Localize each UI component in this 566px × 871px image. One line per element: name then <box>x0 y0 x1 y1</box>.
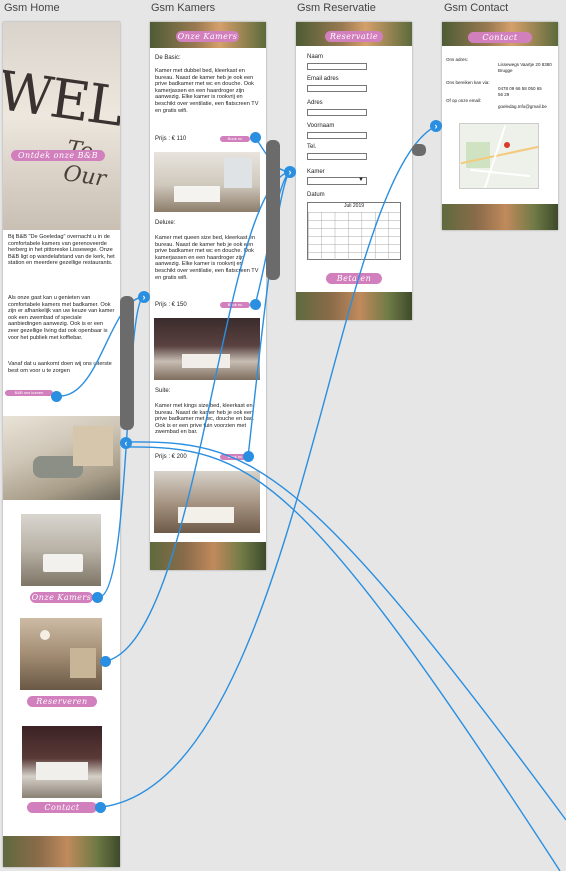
submit-button[interactable]: Betalen <box>326 273 382 284</box>
calendar-month: Juli 2019 <box>343 203 364 209</box>
map-image[interactable] <box>459 123 539 189</box>
artboard-title-contact[interactable]: Gsm Contact <box>444 2 509 14</box>
hero-image: WELC To Our <box>3 22 120 230</box>
hero-sign-text-2: To Our <box>61 136 108 192</box>
room-desc-basic: Kamer met dubbel bed, kleerkast en burea… <box>155 68 259 114</box>
chevron-right-icon[interactable]: › <box>430 120 442 132</box>
kamer-select[interactable]: ▼ <box>307 177 367 185</box>
hero-button[interactable]: Ontdek onze B&B <box>11 150 105 161</box>
room-image-suite <box>154 471 260 533</box>
artboard-contact[interactable]: Contact Ons adres: Lissewegs Vaartje 20 … <box>442 22 558 230</box>
hotspot-contact-card[interactable] <box>95 802 106 813</box>
card-kamers-button[interactable]: Onze Kamers <box>30 592 93 603</box>
room-image-deluxe <box>154 318 260 380</box>
calendar-grid[interactable] <box>308 212 400 260</box>
field-input-adres[interactable] <box>307 109 367 116</box>
hotspot-book-deluxe[interactable] <box>250 299 261 310</box>
artboard-title-reservatie[interactable]: Gsm Reservatie <box>297 2 376 14</box>
intro-text: Bij B&B "De Goeledag" overnacht u in de … <box>8 234 115 267</box>
artboard-title-home[interactable]: Gsm Home <box>4 2 60 14</box>
hotspot-hero[interactable] <box>51 391 62 402</box>
card-kamers-image <box>21 514 101 586</box>
room-desc-deluxe: Kamer met queen size bed, kleerkast en b… <box>155 235 259 281</box>
calendar-widget[interactable]: Juli 2019 <box>307 202 401 260</box>
chevron-down-icon: ▼ <box>358 177 364 183</box>
chevron-right-icon[interactable]: › <box>138 291 150 303</box>
small-button[interactable]: B&B ons komen <box>5 390 53 396</box>
reservatie-header-button[interactable]: Reservatie <box>325 31 383 42</box>
intro-text-3: Vanaf dat u aankomt doen wij ons uiterst… <box>8 361 112 374</box>
field-label-adres: Adres <box>307 100 323 106</box>
chevron-right-icon[interactable]: › <box>284 166 296 178</box>
hotspot-reserveren-card[interactable] <box>100 656 111 667</box>
contact-footer-image <box>442 204 558 230</box>
map-pin-icon <box>504 142 510 148</box>
artboard-home[interactable]: WELC To Our Ontdek onze B&B Bij B&B "De … <box>3 22 120 867</box>
intro-text-2: Als onze gast kan u genieten van comfort… <box>8 295 115 341</box>
address-label: Ons adres: <box>446 57 469 62</box>
hotspot-kamers-card[interactable] <box>92 592 103 603</box>
hotspot-book-basic[interactable] <box>250 132 261 143</box>
field-label-voornaam: Voornaam <box>307 123 335 129</box>
room-book-deluxe[interactable]: Book nu <box>220 302 250 308</box>
kamer-label: Kamer <box>307 169 325 175</box>
living-room-image <box>3 416 120 500</box>
field-label-tel: Tel. <box>307 144 317 150</box>
room-book-basic[interactable]: Book nu <box>220 136 250 142</box>
phone-label: Ons bereiken kan via: <box>446 80 490 85</box>
artboard-kamers[interactable]: Onze Kamers De Basic: Kamer met dubbel b… <box>150 22 266 570</box>
room-price-basic: Prijs : € 110 <box>155 136 187 142</box>
artboard-reservatie[interactable]: Reservatie Naam Email adres Adres Voorna… <box>296 22 412 320</box>
field-input-tel[interactable] <box>307 153 367 160</box>
chevron-left-icon[interactable]: ‹ <box>120 437 132 449</box>
hero-sign-text: WELC <box>3 58 120 145</box>
footer-image <box>3 836 120 867</box>
datum-label: Datum <box>307 192 325 198</box>
room-name-basic: De Basic: <box>155 55 181 61</box>
field-input-naam[interactable] <box>307 63 367 70</box>
room-desc-suite: Kamer met kings size bed, kleerkast en b… <box>155 403 255 436</box>
card-reserveren-button[interactable]: Reserveren <box>27 696 97 707</box>
phone-value: 0478 09 66 58 050 65 56 29 <box>498 86 542 97</box>
email-value: goeledag.Info@gmail.be <box>498 104 547 109</box>
artboard-title-kamers[interactable]: Gsm Kamers <box>151 2 216 14</box>
address-value: Lissewegs Vaartje 20 8380 Brugge <box>498 62 552 73</box>
contact-header-button[interactable]: Contact <box>468 32 532 43</box>
card-contact-image <box>22 726 102 798</box>
room-image-basic <box>154 152 260 212</box>
email-label: Of op onze email: <box>446 98 482 103</box>
card-contact-button[interactable]: Contact <box>27 802 97 813</box>
field-input-email[interactable] <box>307 85 367 92</box>
reservatie-footer-image <box>296 292 412 320</box>
hotspot-book-suite[interactable] <box>243 451 254 462</box>
room-name-suite: Suite: <box>155 388 171 394</box>
field-input-voornaam[interactable] <box>307 132 367 139</box>
card-reserveren-image <box>20 618 102 690</box>
room-price-suite: Prijs : € 200 <box>155 454 187 460</box>
field-label-naam: Naam <box>307 54 324 60</box>
room-price-deluxe: Prijs : € 150 <box>155 302 187 308</box>
room-name-deluxe: Deluxe: <box>155 220 176 226</box>
field-label-email: Email adres <box>307 76 339 82</box>
kamers-header-button[interactable]: Onze Kamers <box>176 31 239 42</box>
kamers-footer-image <box>150 542 266 570</box>
